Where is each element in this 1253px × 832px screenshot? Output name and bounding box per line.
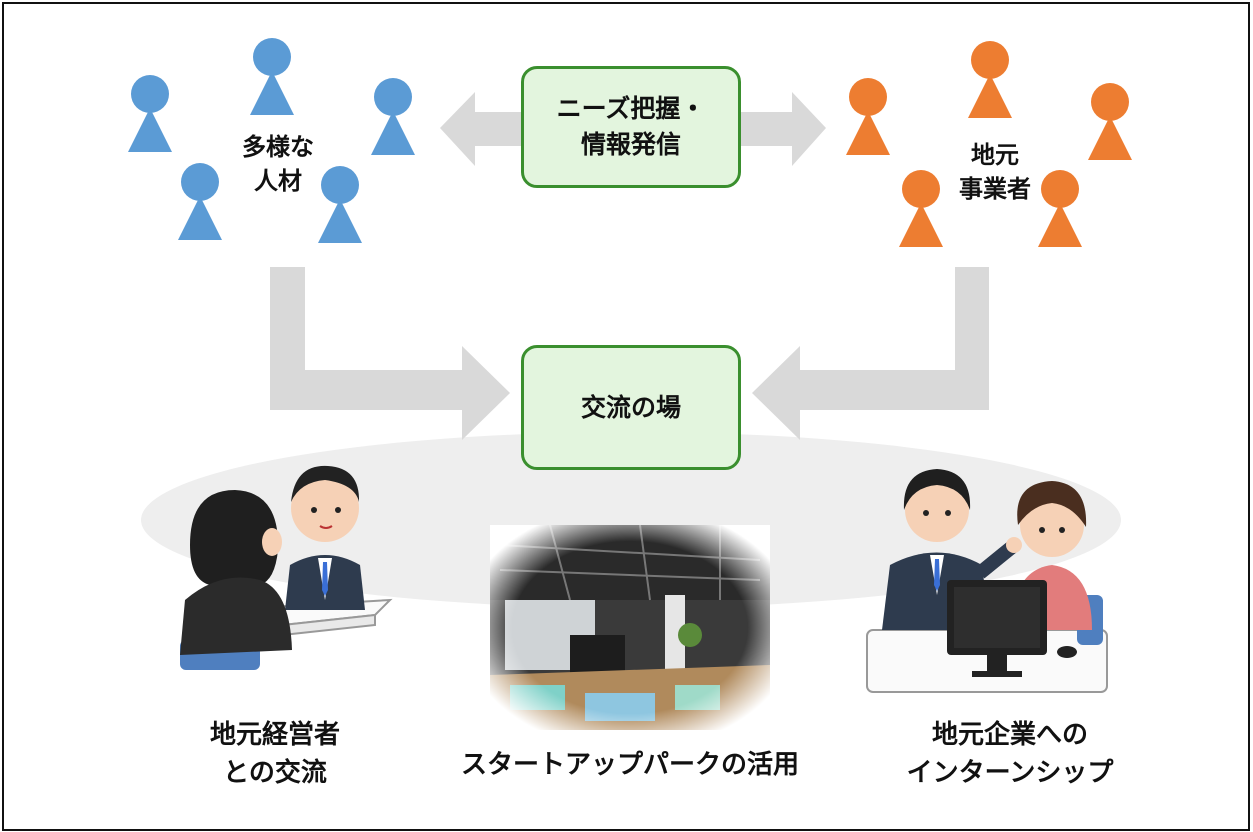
arrow-left-double <box>440 92 522 166</box>
left-group-line-2: 人材 <box>254 167 302 195</box>
startup-park-photo <box>490 525 770 730</box>
internship-illustration <box>866 469 1108 693</box>
exchange-box: 交流の場 <box>521 345 741 470</box>
left-group-label: 多様な 人材 <box>218 130 338 198</box>
bottom-right-line-2: インターンシップ <box>906 758 1114 788</box>
bottom-right-label: 地元企業への インターンシップ <box>880 716 1140 792</box>
right-group-line-2: 事業者 <box>959 175 1031 203</box>
right-people <box>846 41 1132 247</box>
bottom-center-line: スタートアップパークの活用 <box>460 750 799 780</box>
arrow-right-double <box>741 92 826 166</box>
bottom-left-label: 地元経営者 との交流 <box>175 716 375 792</box>
bottom-right-line-1: 地元企業への <box>931 720 1088 750</box>
arrow-left-elbow <box>270 267 510 440</box>
needs-line-1: ニーズ把握・ <box>556 94 706 123</box>
arrow-right-elbow <box>752 267 989 440</box>
exchange-label: 交流の場 <box>580 392 681 422</box>
stage-ellipse <box>141 432 1121 608</box>
person-icon <box>1088 83 1132 160</box>
person-icon <box>968 41 1012 118</box>
meeting-illustration <box>180 465 393 670</box>
bottom-center-label: スタートアップパークの活用 <box>430 746 830 784</box>
bottom-left-line-1: 地元経営者 <box>209 720 340 750</box>
needs-box: ニーズ把握・ 情報発信 <box>521 66 741 188</box>
right-group-label: 地元 事業者 <box>935 138 1055 206</box>
bottom-left-line-2: との交流 <box>223 758 327 788</box>
person-icon <box>846 78 890 155</box>
right-group-line-1: 地元 <box>971 141 1019 169</box>
needs-line-2: 情報発信 <box>580 130 681 159</box>
left-group-line-1: 多様な <box>242 133 314 161</box>
